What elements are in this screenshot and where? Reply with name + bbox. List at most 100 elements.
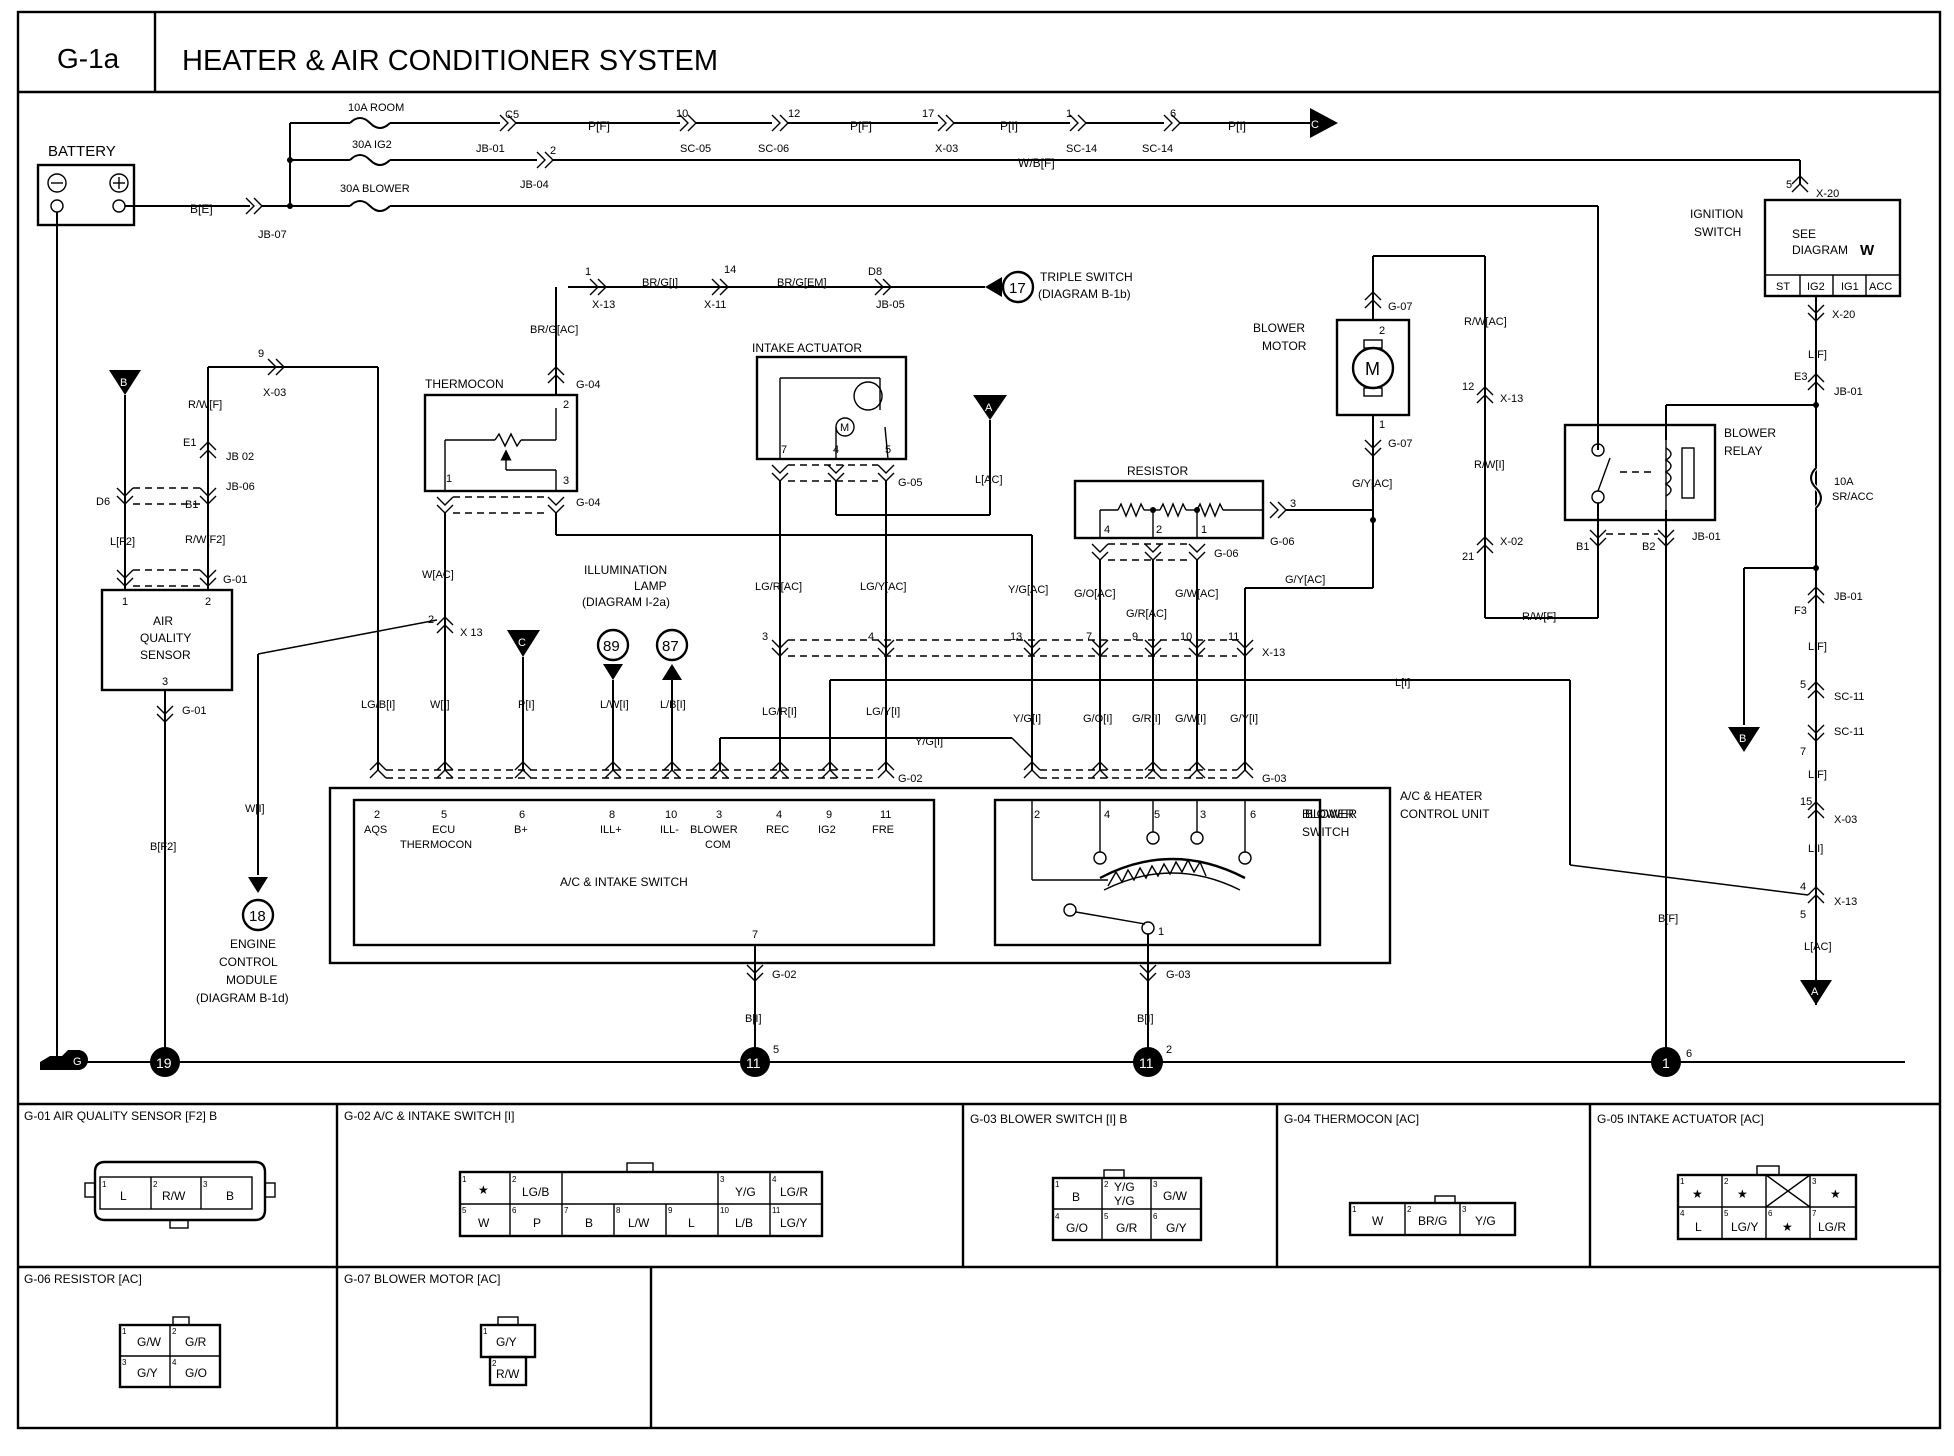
svg-text:B: B bbox=[226, 1189, 234, 1203]
svg-text:5: 5 bbox=[885, 444, 891, 456]
svg-text:11: 11 bbox=[1228, 631, 1239, 643]
battery: BATTERY bbox=[36, 143, 136, 227]
svg-text:4: 4 bbox=[1055, 1212, 1060, 1221]
svg-text:1: 1 bbox=[122, 596, 128, 608]
svg-text:G/Y[AC]: G/Y[AC] bbox=[1285, 574, 1325, 586]
svg-text:B+: B+ bbox=[514, 824, 528, 836]
ground-1: 1 6 bbox=[1651, 1047, 1692, 1077]
svg-text:G-06: G-06 bbox=[1214, 548, 1238, 560]
view-g06: G-06 RESISTOR [AC] 1 2 3 4 G/W G/R G/Y G… bbox=[24, 1272, 222, 1389]
svg-text:1: 1 bbox=[1158, 926, 1164, 938]
svg-text:TRIPLE SWITCH: TRIPLE SWITCH bbox=[1040, 270, 1133, 284]
svg-text:87: 87 bbox=[662, 638, 679, 655]
svg-text:★: ★ bbox=[1782, 1220, 1793, 1234]
svg-text:G/R[AC]: G/R[AC] bbox=[1126, 608, 1167, 620]
svg-text:LG/R: LG/R bbox=[780, 1185, 808, 1199]
svg-text:1: 1 bbox=[1662, 1055, 1670, 1071]
svg-text:BATTERY: BATTERY bbox=[48, 143, 116, 160]
svg-text:M: M bbox=[840, 422, 849, 434]
svg-text:X-03: X-03 bbox=[263, 387, 286, 399]
blower-motor: BLOWER MOTOR M 2 1 bbox=[1253, 318, 1411, 431]
svg-text:7: 7 bbox=[1812, 1209, 1817, 1218]
svg-text:10: 10 bbox=[676, 108, 688, 120]
svg-text:SC-11: SC-11 bbox=[1834, 691, 1864, 703]
svg-text:IG2: IG2 bbox=[1807, 281, 1825, 293]
svg-text:E1: E1 bbox=[183, 437, 196, 449]
svg-text:2: 2 bbox=[563, 399, 569, 411]
svg-text:B: B bbox=[1739, 733, 1746, 745]
svg-text:SC-14: SC-14 bbox=[1066, 143, 1097, 155]
ecm-ref bbox=[241, 898, 275, 932]
svg-text:BLOWER: BLOWER bbox=[1302, 807, 1354, 821]
svg-text:LG/Y: LG/Y bbox=[780, 1216, 807, 1230]
svg-text:X-11: X-11 bbox=[704, 299, 726, 311]
svg-text:5: 5 bbox=[1154, 809, 1160, 821]
svg-text:E3: E3 bbox=[1794, 371, 1807, 383]
svg-text:JB-07: JB-07 bbox=[258, 229, 287, 241]
svg-text:DIAGRAM: DIAGRAM bbox=[1792, 243, 1848, 257]
ground-11-right: 11 2 bbox=[1133, 1044, 1172, 1077]
svg-text:G/Y[AC]: G/Y[AC] bbox=[1352, 478, 1392, 490]
svg-text:10A: 10A bbox=[1834, 476, 1854, 488]
view-g04: G-04 THERMOCON [AC] 1 2 3 W BR/G Y/G bbox=[1284, 1112, 1517, 1237]
svg-text:C: C bbox=[1311, 119, 1319, 131]
svg-text:2: 2 bbox=[1166, 1044, 1172, 1056]
svg-text:4: 4 bbox=[172, 1358, 177, 1367]
svg-text:ILLUMINATION: ILLUMINATION bbox=[584, 563, 667, 577]
view-g02: G-02 A/C & INTAKE SWITCH [I] 1 2 3 4 ★ L… bbox=[344, 1109, 824, 1238]
svg-text:ECU: ECU bbox=[432, 824, 455, 836]
svg-text:BLOWER: BLOWER bbox=[1253, 321, 1305, 335]
svg-text:X-20: X-20 bbox=[1832, 309, 1855, 321]
svg-text:G-06: G-06 bbox=[1270, 536, 1294, 548]
svg-text:G-07: G-07 bbox=[1388, 438, 1412, 450]
svg-text:L/W: L/W bbox=[628, 1216, 650, 1230]
svg-text:3: 3 bbox=[1153, 1180, 1158, 1189]
view-g05: G-05 INTAKE ACTUATOR [AC] 1 2 3 ★ ★ ★ 4 … bbox=[1597, 1112, 1858, 1241]
svg-text:BLOWER: BLOWER bbox=[690, 824, 738, 836]
svg-text:G-02: G-02 bbox=[898, 773, 922, 785]
svg-text:10: 10 bbox=[665, 809, 677, 821]
svg-text:G/R: G/R bbox=[185, 1335, 207, 1349]
svg-text:F3: F3 bbox=[1794, 605, 1807, 617]
svg-text:L[AC]: L[AC] bbox=[1804, 941, 1832, 953]
svg-text:★: ★ bbox=[1830, 1187, 1841, 1201]
svg-text:RELAY: RELAY bbox=[1724, 444, 1762, 458]
svg-text:COM: COM bbox=[705, 839, 731, 851]
svg-text:Y/G: Y/G bbox=[1114, 1194, 1135, 1208]
offpage-b-right bbox=[1728, 727, 1760, 752]
svg-text:7: 7 bbox=[1086, 631, 1092, 643]
thermocon: THERMOCON 2 1 3 bbox=[423, 377, 579, 493]
svg-text:17: 17 bbox=[922, 108, 934, 120]
svg-text:X-03: X-03 bbox=[1834, 814, 1857, 826]
svg-text:G-02: G-02 bbox=[772, 969, 796, 981]
svg-text:L: L bbox=[120, 1189, 127, 1203]
svg-text:MODULE: MODULE bbox=[226, 973, 277, 987]
svg-text:5: 5 bbox=[1786, 179, 1792, 191]
svg-text:7: 7 bbox=[781, 444, 787, 456]
svg-text:C5: C5 bbox=[505, 109, 519, 121]
svg-text:5: 5 bbox=[1724, 1209, 1729, 1218]
svg-text:G-01: G-01 bbox=[182, 705, 206, 717]
svg-text:G/O: G/O bbox=[1066, 1221, 1088, 1235]
svg-text:9: 9 bbox=[258, 348, 264, 360]
svg-text:B[I]: B[I] bbox=[745, 1013, 762, 1025]
svg-text:LG/R: LG/R bbox=[1818, 1220, 1846, 1234]
svg-text:Y/G[AC]: Y/G[AC] bbox=[1008, 584, 1048, 596]
svg-text:1: 1 bbox=[1379, 419, 1385, 431]
diagram-title: HEATER & AIR CONDITIONER SYSTEM bbox=[182, 45, 718, 77]
svg-text:R/W: R/W bbox=[496, 1367, 520, 1381]
svg-text:SC-06: SC-06 bbox=[758, 143, 789, 155]
svg-text:M: M bbox=[1365, 359, 1380, 379]
svg-text:W: W bbox=[1372, 1214, 1384, 1228]
svg-text:JB-01: JB-01 bbox=[476, 143, 505, 155]
svg-text:CONTROL UNIT: CONTROL UNIT bbox=[1400, 807, 1490, 821]
svg-text:L: L bbox=[688, 1216, 695, 1230]
svg-text:X-20: X-20 bbox=[1816, 188, 1839, 200]
svg-text:Y/G: Y/G bbox=[735, 1185, 756, 1199]
svg-text:B: B bbox=[120, 377, 127, 389]
svg-text:Y/G[I]: Y/G[I] bbox=[915, 736, 943, 748]
svg-text:2: 2 bbox=[1379, 325, 1385, 337]
